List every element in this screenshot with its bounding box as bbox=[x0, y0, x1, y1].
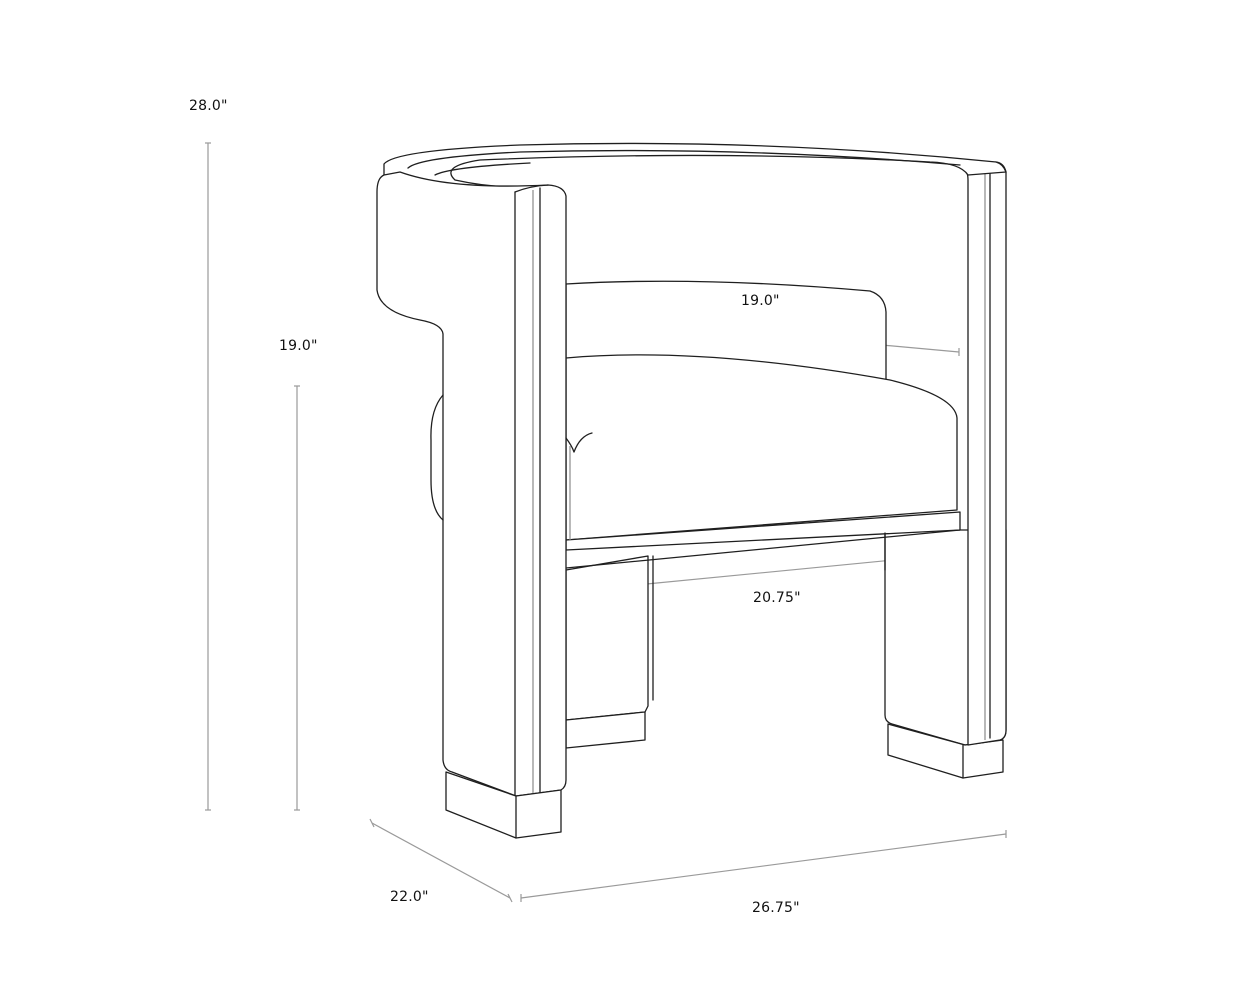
depth-label: 22.0" bbox=[390, 889, 429, 905]
overall-width-label: 26.75" bbox=[752, 900, 800, 916]
left-arm bbox=[376, 171, 593, 797]
seat-width-label: 19.0" bbox=[741, 293, 780, 309]
seat-cushion bbox=[565, 354, 961, 571]
inner-width-label: 20.75" bbox=[753, 590, 801, 606]
seat-height-label: 19.0" bbox=[279, 338, 318, 354]
left-foot bbox=[445, 771, 562, 839]
overall-height-label: 28.0" bbox=[189, 98, 228, 114]
rear-leg bbox=[565, 555, 654, 749]
